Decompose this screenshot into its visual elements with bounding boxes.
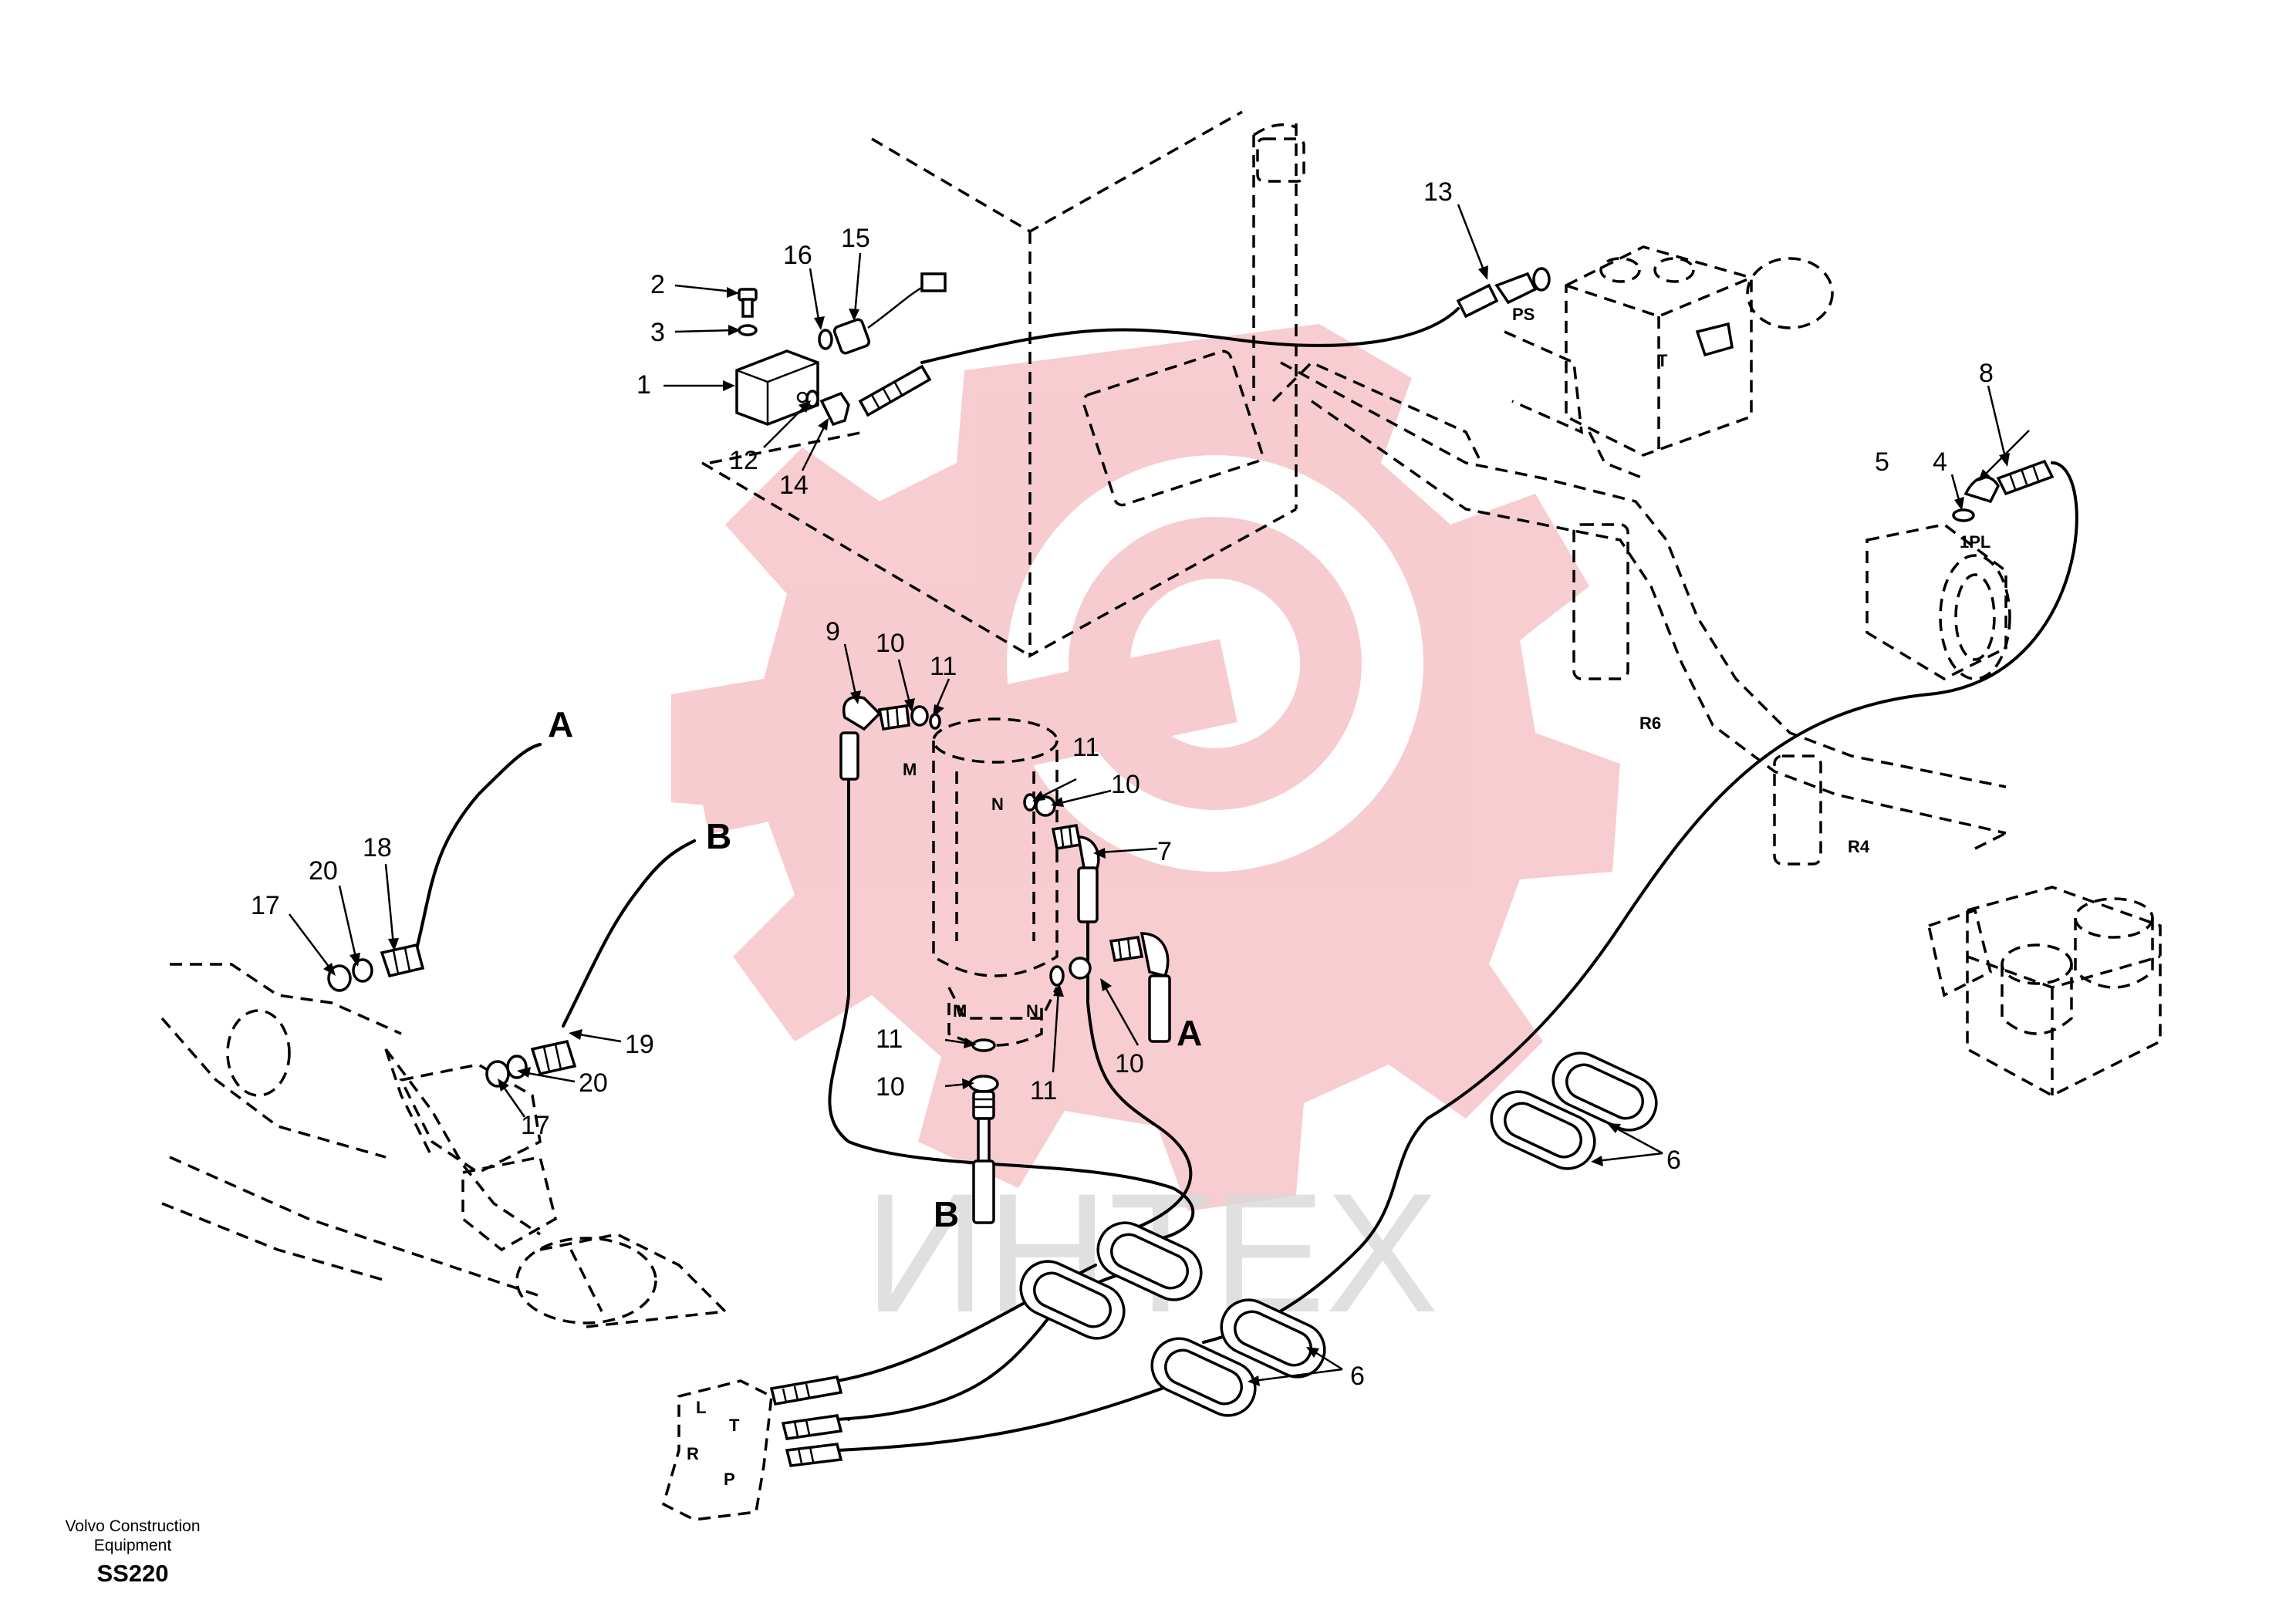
callout-8: 8 xyxy=(1979,359,1994,388)
hoses xyxy=(415,307,2078,1452)
callout-2: 2 xyxy=(650,270,665,299)
frame-outlines xyxy=(160,110,2162,1521)
leader-lines xyxy=(289,204,2030,1386)
callout-11c: 11 xyxy=(876,1024,903,1054)
callout-14: 14 xyxy=(779,471,809,500)
callout-16: 16 xyxy=(783,241,812,270)
reference-letters: A B A B xyxy=(548,704,1202,1234)
port-t-lower: T xyxy=(729,1416,740,1435)
port-m-upper: M xyxy=(903,760,917,779)
port-labels: PS T 1PL M N M N R6 R4 L T R P xyxy=(687,305,1990,1489)
brand-name-line2: Equipment xyxy=(94,1537,172,1554)
port-ps: PS xyxy=(1512,305,1535,324)
port-n-lower: N xyxy=(1026,1001,1038,1021)
callout-11b: 11 xyxy=(1072,733,1099,762)
ref-b-left: B xyxy=(706,816,731,856)
callout-numbers: 1 2 3 4 5 6 6 7 8 9 10 10 10 10 11 11 11… xyxy=(251,177,1994,1391)
port-r6: R6 xyxy=(1639,714,1661,733)
parts xyxy=(327,267,2055,1467)
callout-10b: 10 xyxy=(1111,770,1140,799)
port-l: L xyxy=(696,1398,706,1417)
model-code: SS220 xyxy=(96,1560,168,1587)
port-r4: R4 xyxy=(1848,837,1870,856)
callout-1: 1 xyxy=(636,370,651,400)
footer: Volvo Construction Equipment SS220 xyxy=(65,1517,200,1587)
callout-11d: 11 xyxy=(1030,1076,1057,1105)
grommet-group xyxy=(1019,1051,1658,1417)
ref-a-center: A xyxy=(1177,1013,1202,1053)
port-n-upper: N xyxy=(991,795,1004,814)
callout-17b: 17 xyxy=(521,1111,550,1140)
callout-13: 13 xyxy=(1423,177,1453,207)
callout-19: 19 xyxy=(625,1030,654,1059)
callout-4: 4 xyxy=(1933,447,1947,477)
callout-10a: 10 xyxy=(876,629,905,658)
watermark-logo xyxy=(671,324,1620,1211)
brand-name: Volvo Construction xyxy=(65,1517,200,1535)
callout-15: 15 xyxy=(841,224,870,253)
callout-17a: 17 xyxy=(251,891,280,920)
callout-20b: 20 xyxy=(579,1068,608,1098)
callout-7: 7 xyxy=(1157,837,1172,866)
port-m-lower: M xyxy=(953,1001,967,1021)
callout-11a: 11 xyxy=(930,652,957,681)
callout-6a: 6 xyxy=(1666,1146,1681,1175)
port-1pl: 1PL xyxy=(1960,532,1990,552)
ref-b-center: B xyxy=(934,1194,959,1234)
port-t: T xyxy=(1657,351,1668,370)
callout-9: 9 xyxy=(826,617,840,646)
ref-a-left: A xyxy=(548,704,573,744)
port-r: R xyxy=(687,1444,699,1463)
callout-12: 12 xyxy=(729,446,758,475)
port-p: P xyxy=(724,1470,735,1489)
callout-20a: 20 xyxy=(309,856,338,886)
callout-5: 5 xyxy=(1875,447,1889,477)
callout-3: 3 xyxy=(650,318,665,347)
callout-18: 18 xyxy=(363,833,392,862)
callout-6b: 6 xyxy=(1350,1362,1365,1391)
callout-10d: 10 xyxy=(876,1072,905,1102)
callout-10c: 10 xyxy=(1115,1049,1144,1078)
